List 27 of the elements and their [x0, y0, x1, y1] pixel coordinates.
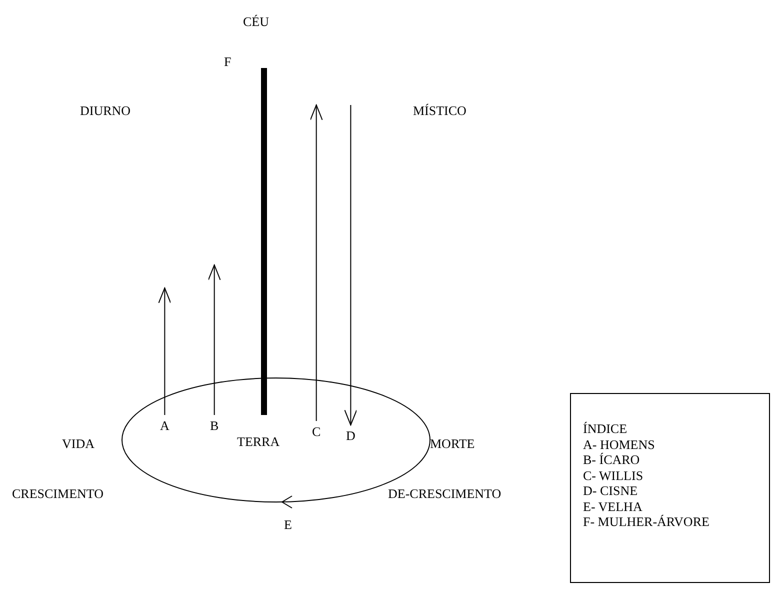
thick-bar — [261, 68, 267, 415]
index-heading: ÍNDICE — [583, 421, 628, 436]
index-entry: A- HOMENS — [583, 436, 655, 452]
index-entry: C- WILLIS — [583, 468, 644, 482]
bar-letter: F — [224, 54, 232, 69]
arrow — [344, 104, 358, 426]
arrow — [158, 288, 172, 416]
letter-label: D — [346, 428, 356, 443]
region-label: DIURNO — [80, 103, 131, 118]
index-entry: D- CISNE — [583, 483, 638, 498]
index-entry: B- ÍCARO — [583, 452, 640, 467]
region-label: CRESCIMENTO — [12, 486, 104, 501]
region-label: TERRA — [237, 434, 280, 449]
letter-label: A — [160, 418, 170, 433]
arrow — [208, 264, 221, 416]
index-panel — [570, 393, 770, 583]
region-label: MÍSTICO — [413, 103, 466, 118]
region-label: CÉU — [243, 14, 269, 29]
arrow — [310, 104, 323, 422]
region-label: E — [284, 517, 292, 532]
letter-label: C — [312, 424, 321, 439]
region-label: MORTE — [430, 436, 475, 451]
index-entry: F- MULHER-ÁRVORE — [583, 514, 710, 529]
letter-label: B — [210, 418, 219, 433]
region-label: VIDA — [62, 436, 94, 451]
index-entry: E- VELHA — [583, 498, 642, 514]
region-label: DE-CRESCIMENTO — [388, 486, 502, 501]
